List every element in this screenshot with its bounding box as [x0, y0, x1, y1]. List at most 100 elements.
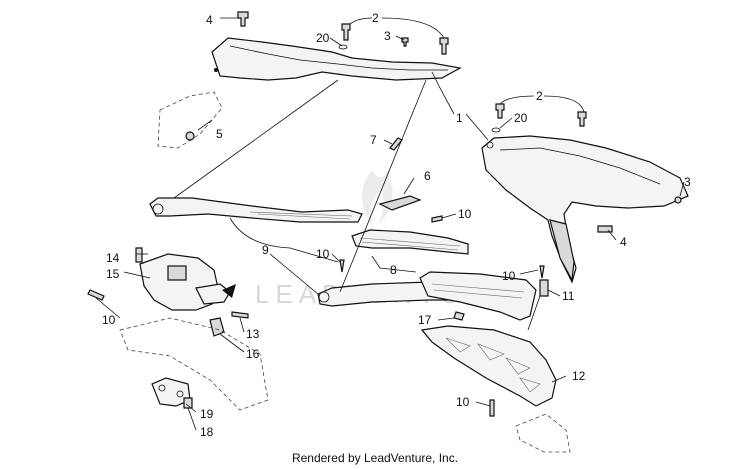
- bolt-4-top: [237, 11, 249, 27]
- clip-part: [209, 317, 225, 337]
- washer-20-top: [338, 44, 348, 50]
- bolt-11: [539, 279, 549, 297]
- callout-4-top: 4: [206, 13, 213, 27]
- callout-10-mid: 10: [316, 247, 330, 261]
- bolt-2-right-b: [577, 111, 587, 127]
- bolt-2-right-a: [495, 103, 505, 119]
- bracket-lower-slots: [431, 283, 525, 299]
- leader-2-right: [499, 95, 585, 113]
- bracket-lower: [419, 271, 537, 321]
- hinge-hole-2: [176, 390, 184, 398]
- leader-11: [547, 289, 561, 297]
- left-bracket-tab: [195, 283, 231, 305]
- leader-15: [123, 271, 151, 279]
- leader-20-right: [499, 117, 513, 129]
- bolt-13: [231, 311, 249, 319]
- callouts: 2 3 4 20 5 1 2 20 3 4 7 6 10 9 10 8 10 1…: [102, 11, 691, 439]
- callout-8: 8: [390, 263, 397, 277]
- leader-10-upper: [441, 213, 457, 219]
- assembly-line-3: [527, 295, 541, 331]
- leader-3-right: [679, 181, 685, 197]
- frame-lower-left: [119, 317, 269, 411]
- rail-left-eye: [152, 203, 164, 215]
- assembly-line-2: [339, 79, 427, 293]
- bolt-14: [135, 247, 143, 263]
- pointer-arrow-icon: [222, 284, 236, 298]
- upper-panel: [211, 37, 462, 81]
- callout-10-right: 10: [502, 269, 516, 283]
- upper-panel-crease: [229, 45, 448, 71]
- rivet-10-left: [87, 289, 105, 301]
- callout-2-right: 2: [536, 89, 543, 103]
- leader-1-top: [431, 71, 455, 115]
- upper-panel-body: [211, 37, 462, 81]
- callout-3-right: 3: [684, 175, 691, 189]
- callout-17: 17: [418, 313, 432, 327]
- side-panel-hole: [486, 141, 494, 149]
- callout-20-top: 20: [316, 31, 330, 45]
- mount-plate-cutouts: [445, 337, 541, 393]
- callout-13: 13: [246, 327, 260, 341]
- bracket-upper-slots: [359, 237, 461, 251]
- upper-panel-hole: [214, 68, 218, 72]
- leader-13: [239, 317, 245, 333]
- callout-1: 1: [456, 111, 463, 125]
- leader-9-lower: [269, 253, 319, 295]
- callout-2-top: 2: [372, 11, 379, 25]
- leader-2-top: [349, 17, 445, 39]
- bolt-18: [183, 397, 193, 409]
- rail-left-detail: [249, 211, 353, 220]
- rivet-10-mid: [339, 259, 345, 273]
- callout-10-bottom: 10: [456, 395, 470, 409]
- assembly-line-1: [173, 79, 339, 199]
- leader-1-side: [465, 113, 489, 141]
- leader-17: [437, 317, 455, 321]
- rail-brackets: [351, 229, 537, 321]
- leader-10-left: [95, 297, 121, 319]
- callout-12: 12: [572, 369, 586, 383]
- callout-19: 19: [200, 407, 214, 421]
- leader-4-right: [607, 229, 617, 241]
- hinge-hole-1: [158, 384, 166, 392]
- callout-16: 16: [246, 347, 260, 361]
- leader-18: [187, 407, 197, 431]
- rivet-10-bottom: [489, 399, 495, 417]
- callout-18: 18: [200, 425, 214, 439]
- bolt-4-right: [597, 225, 613, 233]
- frame-lower-right: [515, 413, 571, 453]
- side-panel-crease: [499, 147, 661, 185]
- footer-credit: Rendered by LeadVenture, Inc.: [291, 451, 459, 465]
- callout-5: 5: [216, 127, 223, 141]
- rivet-10-upper: [431, 215, 443, 223]
- leader-7: [383, 139, 393, 145]
- rail-right-eye: [318, 291, 330, 303]
- left-bracket-body: [139, 253, 219, 311]
- rivet-10-right: [539, 265, 545, 279]
- washer-20-right: [491, 127, 501, 133]
- strap-6: [378, 195, 422, 211]
- fastener-17: [453, 311, 465, 321]
- leader-19: [185, 403, 197, 413]
- leader-9: [229, 217, 339, 263]
- leader-20-top: [329, 37, 343, 47]
- flame-logo-icon: [362, 170, 393, 225]
- callout-10-left: 10: [102, 313, 116, 327]
- leader-12: [551, 375, 567, 383]
- side-panel-right: [481, 135, 689, 284]
- left-bracket-slot: [167, 265, 187, 281]
- leader-5: [197, 119, 213, 131]
- nut-5: [185, 131, 195, 141]
- left-mount-bracket: [139, 253, 236, 311]
- callout-11: 11: [562, 289, 575, 303]
- side-panel-body: [481, 135, 689, 284]
- leader-lines: [95, 17, 685, 431]
- leader-10-mid: [331, 253, 341, 263]
- mount-plate: [420, 325, 557, 407]
- callout-15: 15: [106, 267, 120, 281]
- bolt-2-top-b: [439, 37, 449, 55]
- callout-4-right: 4: [620, 235, 627, 249]
- mount-plate-body: [420, 325, 557, 407]
- leader-10-right: [519, 269, 539, 275]
- leader-16: [219, 333, 245, 353]
- rail-left-upper: [149, 197, 363, 223]
